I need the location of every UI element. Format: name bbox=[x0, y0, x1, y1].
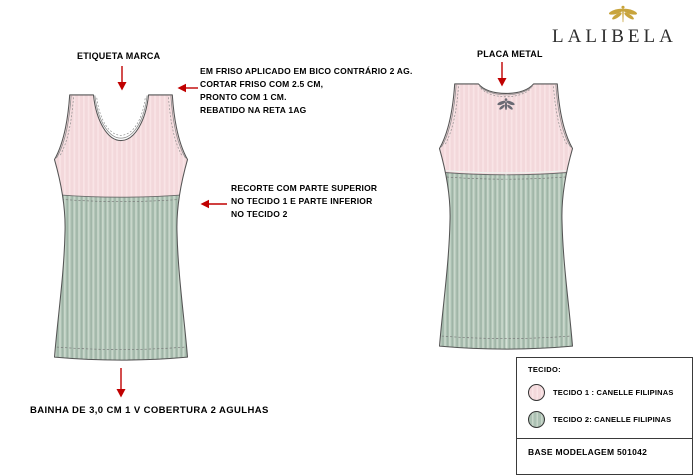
brand-name: LALIBELA bbox=[552, 26, 677, 47]
arrow-etiqueta-marca bbox=[117, 66, 127, 91]
garment-back-view bbox=[438, 83, 574, 350]
arrow-recorte bbox=[200, 199, 227, 209]
fabric1-label: TECIDO 1 : CANELLE FILIPINAS bbox=[553, 388, 674, 397]
annotation-placa-metal: PLACA METAL bbox=[477, 49, 543, 59]
legend-divider bbox=[517, 438, 692, 439]
base-modelagem-label: BASE MODELAGEM 501042 bbox=[528, 447, 648, 457]
back-neck-binding-stitch bbox=[480, 87, 532, 98]
front-outline bbox=[53, 94, 189, 361]
metal-plaque-dragonfly-icon bbox=[497, 98, 515, 111]
legend-title: TECIDO: bbox=[528, 365, 561, 374]
front-yoke-fabric1 bbox=[54, 94, 188, 202]
front-neck-binding-stitch bbox=[96, 97, 146, 136]
front-body-fabric2 bbox=[54, 193, 188, 360]
fabric2-swatch bbox=[528, 411, 545, 428]
fabric1-swatch bbox=[528, 384, 545, 401]
dragonfly-icon bbox=[608, 5, 638, 23]
fabric-legend: TECIDO: TECIDO 1 : CANELLE FILIPINAS TEC… bbox=[516, 357, 693, 475]
annotation-bainha: BAINHA DE 3,0 CM 1 V COBERTURA 2 AGULHAS bbox=[30, 405, 269, 416]
garment-front-view bbox=[53, 94, 189, 361]
back-hem-stitch bbox=[439, 335, 573, 339]
annotation-friso: EM FRISO APLICADO EM BICO CONTRÁRIO 2 AG… bbox=[200, 66, 413, 115]
front-hem-stitch bbox=[54, 346, 188, 350]
fabric2-label: TECIDO 2: CANELLE FILIPINAS bbox=[553, 415, 672, 424]
annotation-recorte: RECORTE COM PARTE SUPERIOR NO TECIDO 1 E… bbox=[231, 183, 378, 219]
back-outline bbox=[438, 83, 574, 350]
annotation-etiqueta-marca: ETIQUETA MARCA bbox=[77, 51, 161, 61]
legend-item-fabric1: TECIDO 1 : CANELLE FILIPINAS bbox=[528, 384, 674, 401]
arrow-bainha bbox=[116, 368, 126, 398]
legend-item-fabric2: TECIDO 2: CANELLE FILIPINAS bbox=[528, 411, 671, 428]
brand-logo: LALIBELA bbox=[548, 2, 694, 48]
